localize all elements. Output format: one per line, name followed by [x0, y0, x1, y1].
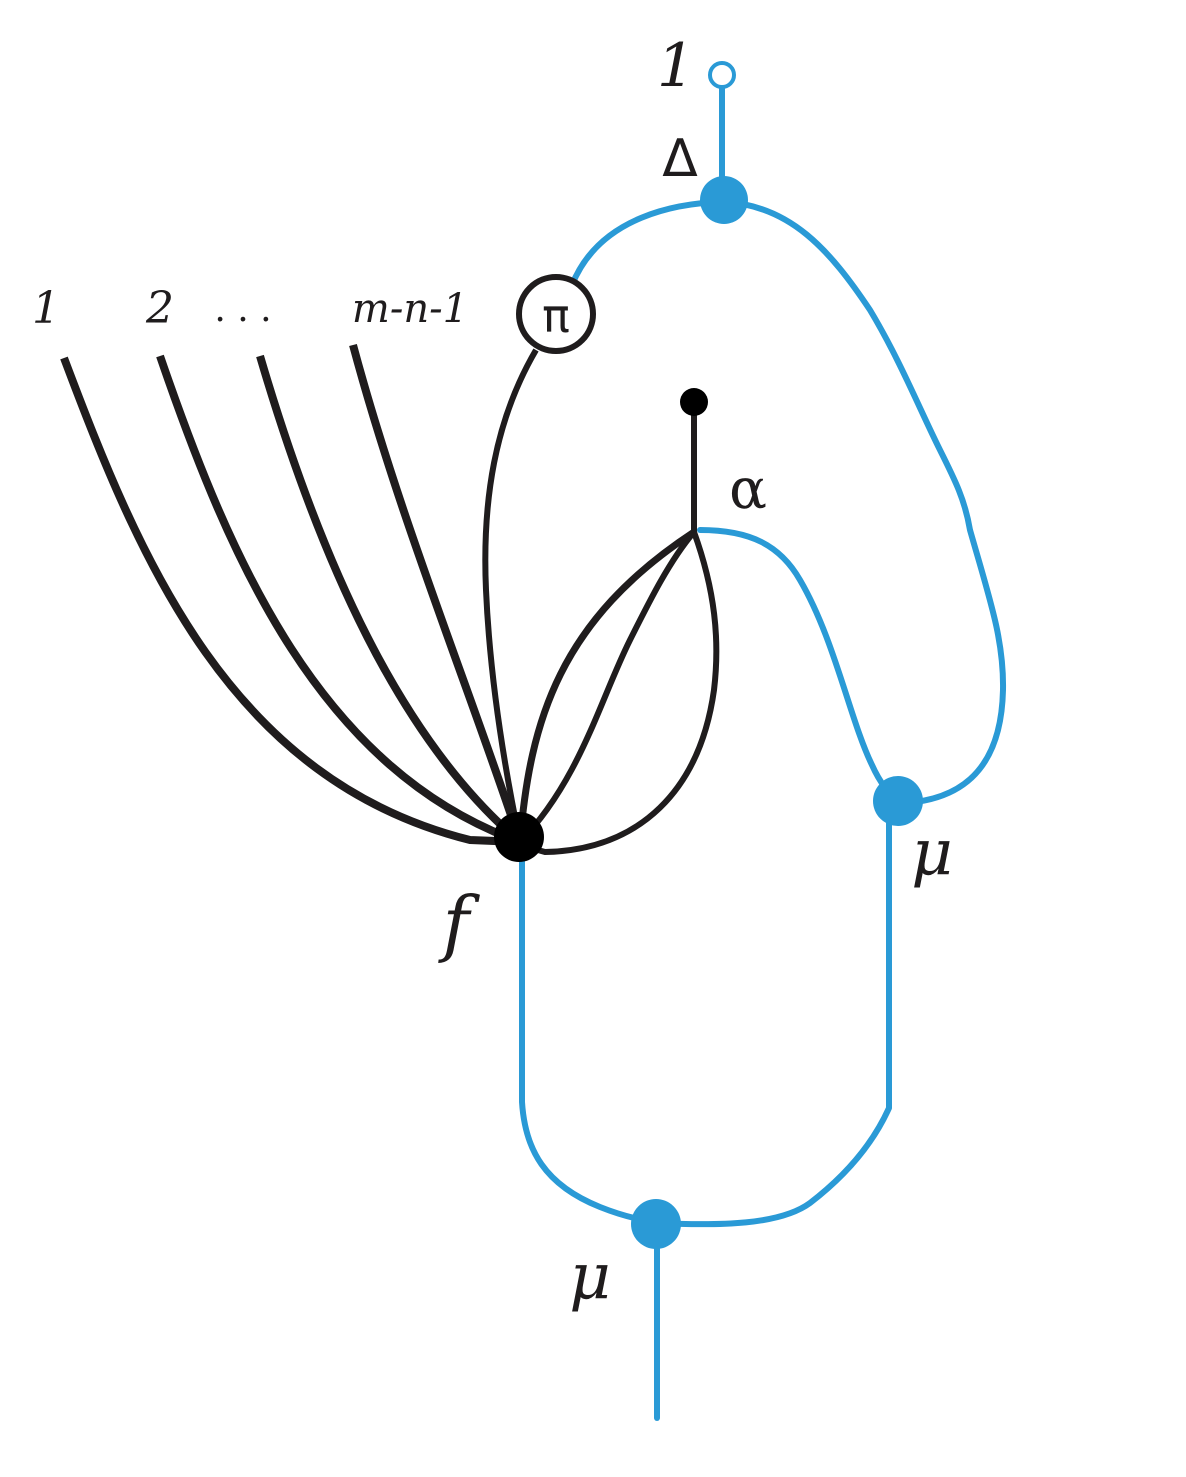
f-alpha-wire-middle: [517, 530, 697, 845]
pi-to-f-wire: [482, 348, 539, 843]
input-wire-1: [60, 356, 521, 846]
pi-label: π: [542, 289, 570, 343]
unit-top-label: 1: [657, 31, 695, 101]
input-wire-2: [156, 354, 522, 846]
f-alpha-wire-right: [519, 530, 720, 855]
f-label: f: [438, 881, 481, 965]
alpha-to-mu-wire: [697, 527, 900, 803]
right-mu-down-wire: [653, 802, 892, 1228]
pi-node: [516, 274, 596, 354]
f-down-wire: [519, 837, 659, 1225]
input-wire-last: [349, 343, 524, 844]
unit-open-node: [708, 61, 736, 89]
input-2-label: 2: [145, 283, 174, 334]
mu-right-label: μ: [911, 816, 953, 890]
input-dots-label: . . .: [214, 289, 271, 330]
mu-bottom-label: μ: [569, 1240, 611, 1314]
f-alpha-wire-left: [516, 529, 696, 843]
black-wires: [60, 343, 720, 855]
delta-left-wire: [569, 199, 725, 288]
mu-right-node: [873, 776, 923, 826]
alpha-label: α: [729, 457, 767, 522]
delta-node: [700, 176, 748, 224]
nodes: [494, 61, 923, 1249]
f-node: [494, 812, 544, 862]
input-last-label: m-n-1: [352, 286, 468, 332]
input-wire-3: [256, 354, 523, 846]
mu-bottom-node: [631, 1199, 681, 1249]
input-1-label: 1: [32, 283, 60, 334]
alpha-counit-dot: [680, 388, 708, 416]
delta-right-wire: [721, 199, 1007, 806]
blue-wires: [519, 85, 1007, 1421]
delta-label: Δ: [662, 129, 698, 189]
